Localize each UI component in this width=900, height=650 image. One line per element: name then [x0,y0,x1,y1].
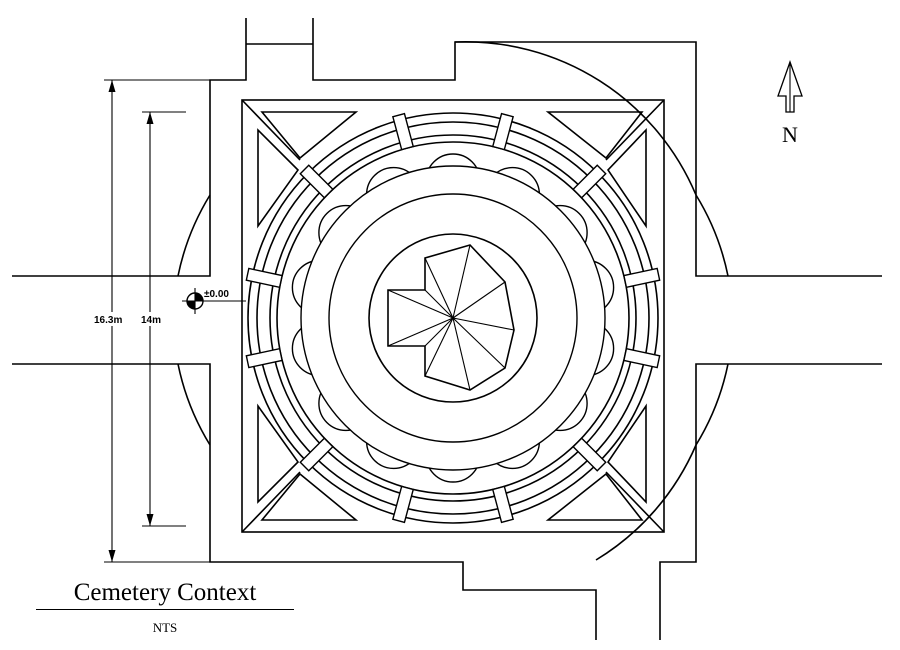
dimension-outer-label: 16.3m [94,315,122,326]
central-pinwheel [387,244,515,391]
buttress [245,267,283,289]
title-underline [36,609,294,610]
buttress [391,485,415,524]
radial-buttresses [245,112,661,524]
pinwheel-spoke [452,244,471,319]
pinwheel-spoke [452,281,506,319]
pinwheel-spoke [452,317,506,369]
pinwheel-spoke [424,317,454,377]
pinwheel-spoke [424,289,454,319]
north-label: N [782,122,798,147]
concentric-rings [247,112,659,524]
buttress [572,164,607,199]
drawing-title: Cemetery Context [73,579,257,606]
buttress [299,437,334,472]
buttress [623,347,661,369]
buttress [299,164,334,199]
pinwheel-spoke [387,289,454,319]
pinwheel-spoke [387,317,454,347]
buttress [245,347,283,369]
inner-frame [241,99,665,533]
pinwheel-spoke [452,317,471,391]
buttress [623,267,661,289]
buttress [572,437,607,472]
dimension-inner-label: 14m [141,315,161,326]
corner-triangles [257,111,647,521]
scale-note: NTS [152,620,178,635]
buttress [491,485,515,524]
north-arrow-icon [777,60,803,113]
site-boundary [12,18,882,640]
level-marker-label: ±0.00 [204,289,229,300]
pinwheel-spoke [424,317,454,347]
buttress [491,112,515,151]
pinwheel-spoke [452,317,515,331]
buttress [391,112,415,151]
pinwheel-spoke [424,257,454,319]
level-datum-icon [182,288,246,314]
